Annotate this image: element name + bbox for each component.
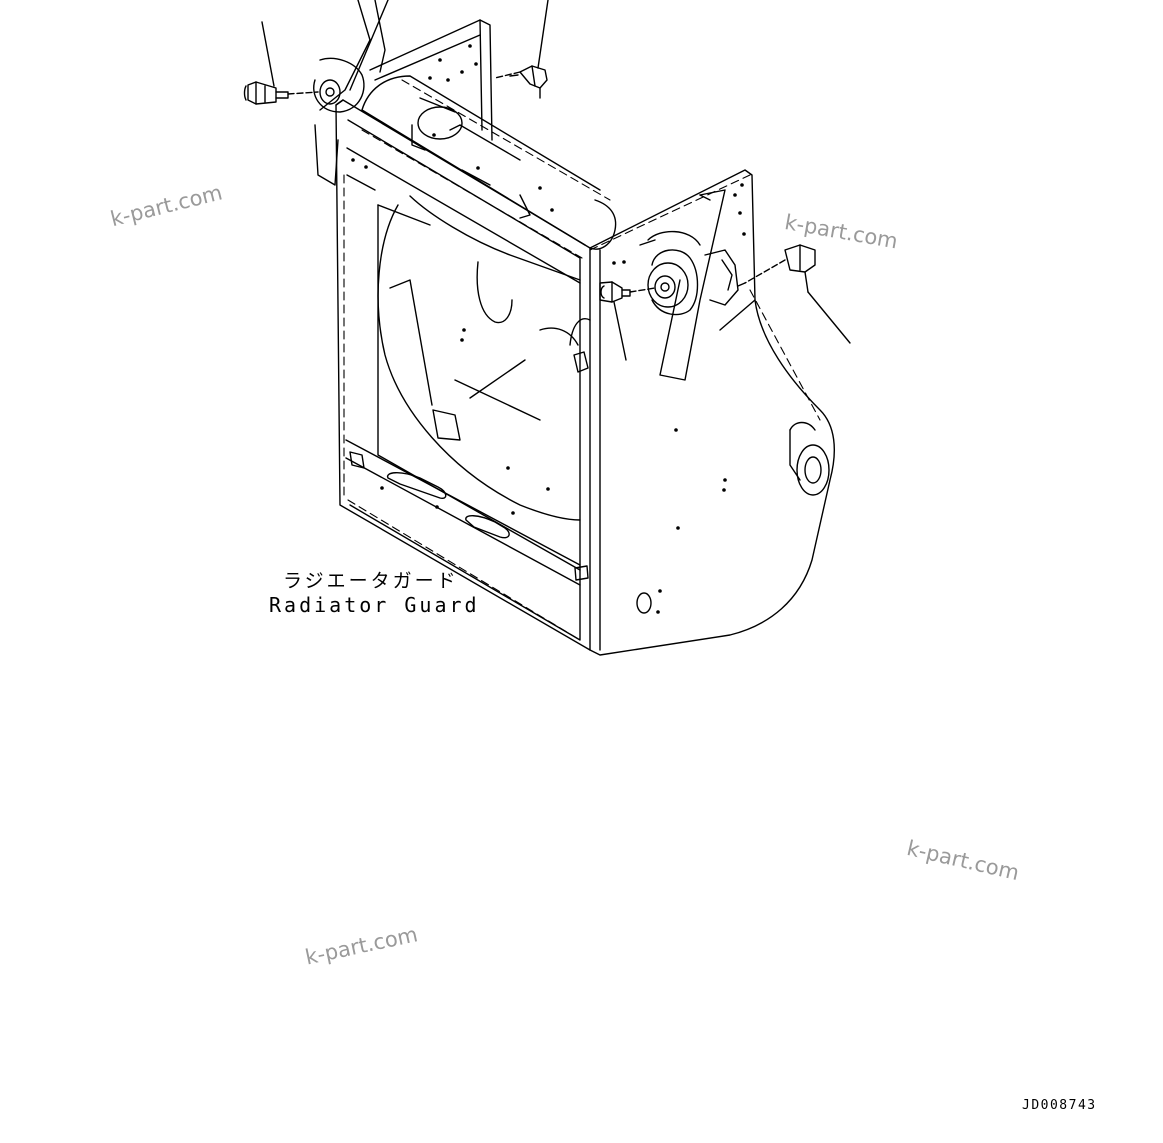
guard-upper-panel <box>369 19 493 141</box>
left-upper-arm <box>313 0 389 186</box>
grease-fitting-center <box>599 281 656 303</box>
grease-fitting-left <box>243 81 319 105</box>
hidden-lines <box>343 79 821 641</box>
drawing-id: JD008743 <box>1022 1098 1097 1113</box>
part-label-japanese: ラジエータガード <box>283 570 459 592</box>
fan-shroud <box>377 195 591 571</box>
guard-side-panel <box>589 169 835 656</box>
grease-fitting-top <box>494 65 548 99</box>
bolt-holes <box>351 44 746 614</box>
pivot-cylinder <box>789 421 830 496</box>
leader-lines <box>261 0 851 361</box>
right-hinge-assembly <box>639 189 739 381</box>
grease-fitting-right <box>737 244 816 293</box>
part-label-english: Radiator Guard <box>269 593 480 617</box>
top-cross-tube <box>361 75 617 250</box>
guard-cutouts <box>349 351 652 614</box>
